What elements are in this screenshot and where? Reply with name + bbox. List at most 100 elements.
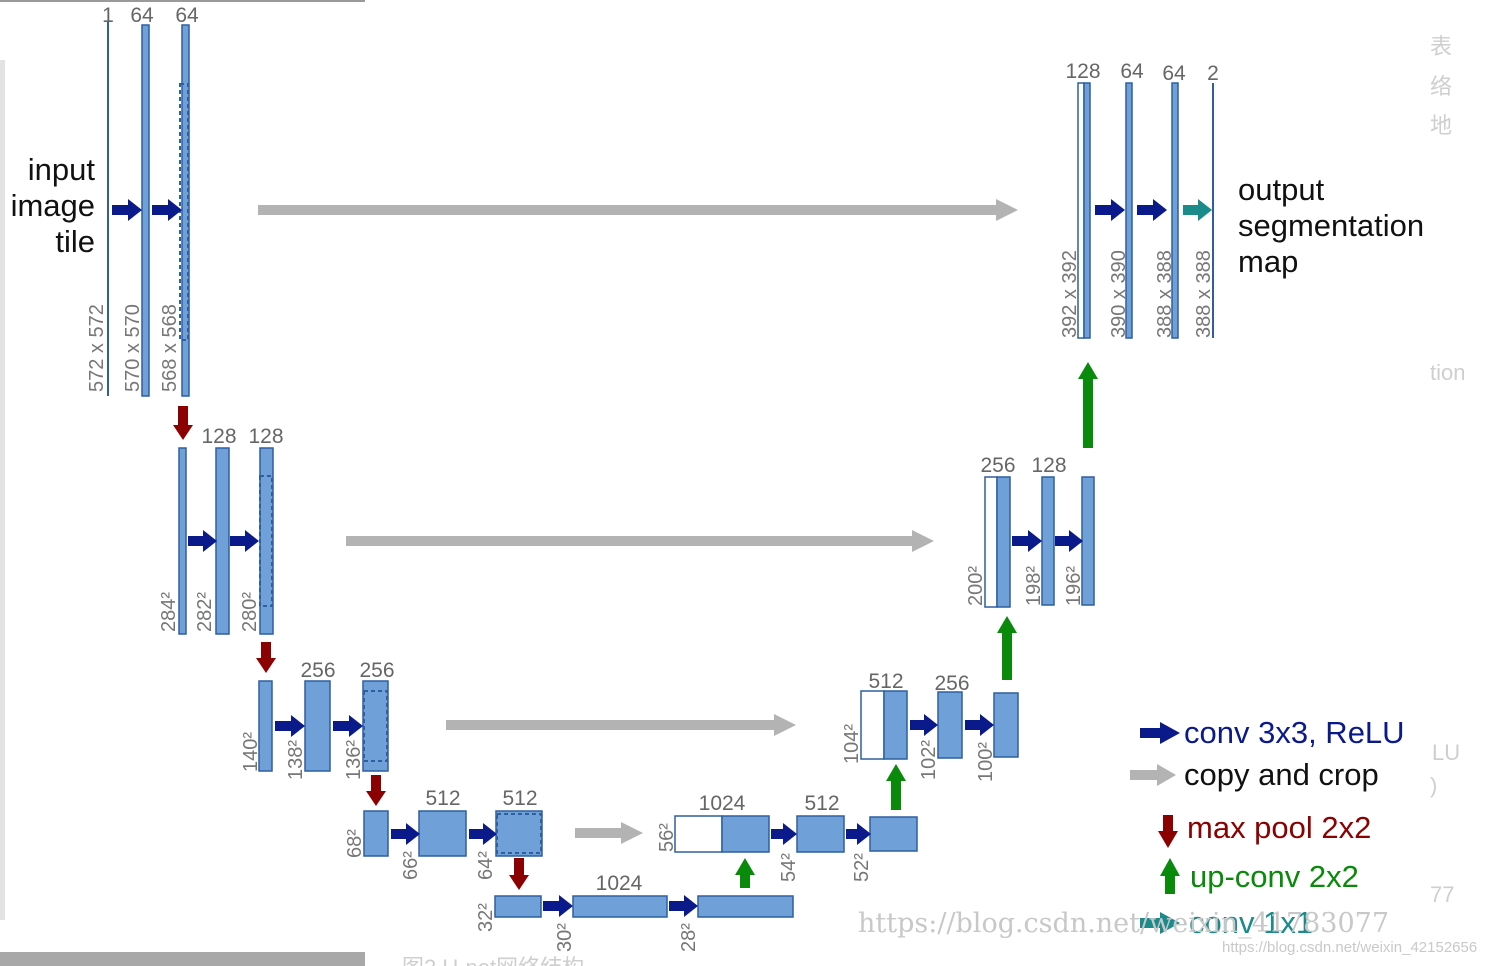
- u3-conv-arrow-1-head: [924, 714, 938, 736]
- l3-size-3: 136²: [343, 740, 365, 780]
- u4-upconv-arrow-shaft: [891, 779, 901, 810]
- input-label-line-2: image: [11, 188, 95, 223]
- u4-upconv-arrow: [886, 764, 906, 810]
- u3-conv-arrow-2: [965, 714, 994, 736]
- legend-copy-arrow-icon: [1130, 770, 1160, 780]
- bg-fragment-7: 77: [1430, 882, 1454, 907]
- bg-fragment-4: tion: [1430, 360, 1465, 385]
- l1-conv1-block: [141, 24, 150, 397]
- l3-conv-arrow-1: [275, 715, 305, 737]
- l4-conv-arrow-2-shaft: [469, 829, 485, 839]
- u4-conv-arrow-1-head: [783, 823, 797, 845]
- copy-arrow-level-2-shaft: [346, 536, 916, 546]
- l2-size-1: 284²: [158, 592, 180, 632]
- l4-pool-arrow-head: [509, 875, 529, 890]
- bottom-conv-arrow-2-head: [684, 895, 698, 917]
- u3-size-2: 102²: [918, 740, 940, 780]
- l2-conv-arrow-2-head: [245, 530, 259, 552]
- legend: conv 3x3, ReLU copy and crop max pool 2x…: [1130, 715, 1405, 940]
- l3-channel-1: 256: [300, 659, 335, 682]
- u1-size-4: 388 x 388: [1193, 250, 1215, 338]
- l3-pool-arrow: [366, 775, 386, 806]
- l1-channel-3: 64: [175, 4, 199, 27]
- l2-channel-1: 128: [201, 425, 236, 448]
- l1-conv-arrow-2-head: [168, 199, 182, 221]
- u4-size-3: 52²: [851, 853, 873, 882]
- u3-channel-2: 256: [934, 672, 969, 695]
- legend-pool-label: max pool 2x2: [1187, 810, 1371, 845]
- bottom-upconv-arrow: [735, 858, 755, 888]
- l3-conv-arrow-1-shaft: [275, 721, 293, 731]
- legend-pool-arrowhead-icon: [1158, 831, 1178, 848]
- bg-fragment-6: ): [1430, 773, 1437, 798]
- bottom-edge: [0, 952, 365, 966]
- u3-conv-arrow-2-head: [980, 714, 994, 736]
- copy-arrow-level-3: [446, 714, 796, 736]
- l2-channel-2: 128: [248, 425, 283, 448]
- copy-arrow-level-2: [346, 530, 934, 552]
- bottom-conv-arrow-2: [669, 895, 698, 917]
- input-label-line-3: tile: [55, 224, 95, 259]
- l4-conv-arrow-2: [469, 823, 497, 845]
- l1-conv-arrow-1-shaft: [112, 205, 130, 215]
- l3-size-2: 138²: [285, 740, 307, 780]
- u4-size-1: 56²: [656, 823, 678, 852]
- u2-size-3: 196²: [1063, 566, 1085, 606]
- legend-upconv-arrow-icon: [1165, 875, 1175, 894]
- l4-conv-arrow-1-head: [406, 823, 420, 845]
- copy-arrow-level-2-head: [912, 530, 934, 552]
- l4-crop-region: [496, 813, 542, 854]
- bottom-channel: 1024: [596, 872, 643, 895]
- legend-conv-arrow-icon: [1140, 728, 1162, 738]
- l3-pool-arrow-shaft: [371, 775, 381, 793]
- u1-conv-arrow-2: [1137, 199, 1167, 221]
- input-label-line-1: input: [28, 152, 96, 187]
- u3-conv-arrow-2-shaft: [965, 720, 982, 730]
- u3-upconv-arrow-shaft: [1002, 631, 1012, 680]
- legend-copy-arrowhead-icon: [1157, 764, 1176, 786]
- u4-upconv-arrow-head: [886, 764, 906, 781]
- u2-size-1: 200²: [965, 566, 987, 606]
- copy-arrow-level-3-shaft: [446, 720, 778, 730]
- l1-size-1: 572 x 572: [86, 304, 108, 392]
- l2-conv-arrow-1: [188, 530, 217, 552]
- l1-crop-region: [179, 83, 189, 341]
- bottom-conv-arrow-1: [543, 895, 573, 917]
- copy-arrow-level-1-head: [996, 199, 1018, 221]
- u4-conv-arrow-2-shaft: [846, 829, 859, 839]
- copy-arrow-level-3-head: [774, 714, 796, 736]
- input-label: input image tile: [11, 152, 96, 259]
- u4-conv2-block: [869, 816, 918, 852]
- l1-size-3: 568 x 568: [159, 304, 181, 392]
- l2-size-3: 280²: [239, 592, 261, 632]
- bg-fragment-3: 地: [1430, 113, 1452, 138]
- l2-conv-arrow-2: [230, 530, 259, 552]
- l4-conv-arrow-1-shaft: [391, 829, 408, 839]
- legend-conv-arrowhead-icon: [1160, 722, 1180, 744]
- u3-upconv-block: [883, 690, 908, 760]
- bottom-conv2-block: [697, 895, 794, 918]
- l4-conv-arrow-1: [391, 823, 420, 845]
- bottom-conv-arrow-1-shaft: [543, 901, 561, 911]
- u2-upconv-arrow-head: [1078, 362, 1098, 379]
- l2-conv-arrow-2-shaft: [230, 536, 247, 546]
- bg-fragment-1: 表: [1430, 34, 1452, 59]
- left-edge: [0, 60, 5, 920]
- legend-upconv-arrowhead-icon: [1160, 858, 1180, 876]
- u2-size-2: 198²: [1023, 566, 1045, 606]
- l4-conv2-block: [495, 810, 543, 857]
- u3-upconv-arrow: [997, 616, 1017, 680]
- operation-arrows: [112, 199, 1212, 917]
- bottom-conv-arrow-1-head: [559, 895, 573, 917]
- u1-channel-4: 2: [1207, 62, 1219, 85]
- u1-conv-arrow-2-head: [1153, 199, 1167, 221]
- l3-conv-arrow-2-shaft: [333, 721, 351, 731]
- l2-pool-arrow-shaft: [261, 642, 271, 660]
- bottom-input-block: [494, 895, 542, 918]
- copy-arrow-level-4-shaft: [575, 828, 625, 838]
- l4-size-2: 66²: [400, 851, 422, 880]
- l1-conv-arrow-1: [112, 199, 142, 221]
- copy-arrow-level-1: [258, 199, 1018, 221]
- l2-pool-arrow-head: [256, 658, 276, 673]
- u2-conv-arrow-1-head: [1028, 530, 1042, 552]
